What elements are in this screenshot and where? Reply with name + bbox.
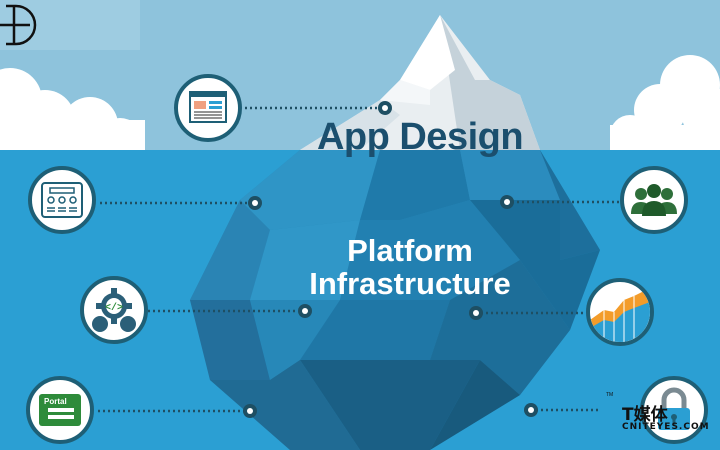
watermark-cn: T媒体 [622, 405, 668, 425]
webpage-layout-icon [174, 74, 242, 142]
iceberg-submerged [190, 150, 600, 450]
people-group-icon [620, 166, 688, 234]
svg-text:</>: </> [105, 302, 123, 314]
connector-dots [243, 101, 538, 418]
cloud-left [0, 68, 145, 162]
platform-infrastructure-heading: Platform Infrastructure [270, 234, 550, 300]
iceberg-tip [300, 15, 540, 150]
watermark-en: CNITEYES.COM [622, 422, 710, 432]
code-gears-icon: </> [80, 276, 148, 344]
watermark-logo [0, 0, 140, 50]
dashboard-icon [28, 166, 96, 234]
connector-lines [98, 106, 620, 413]
infrastructure-line: Infrastructure [309, 266, 511, 301]
watermark-tm: TM [606, 392, 614, 398]
platform-line: Platform [347, 233, 473, 268]
portal-login-icon: Portal [26, 376, 94, 444]
app-design-heading: App Design [316, 116, 524, 158]
chart-area-icon [586, 278, 654, 346]
padlock-icon [640, 376, 708, 444]
portal-label: Portal [44, 397, 67, 406]
